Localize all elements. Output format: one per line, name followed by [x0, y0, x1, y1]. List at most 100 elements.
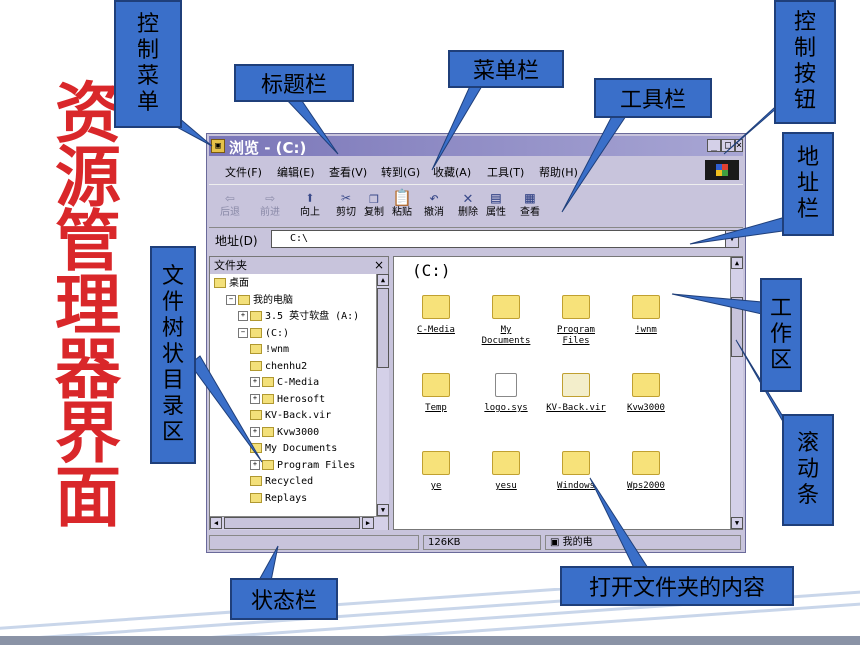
folder-icon: [492, 295, 520, 319]
scroll-up-icon[interactable]: ▲: [731, 257, 743, 269]
address-input[interactable]: C:\: [271, 230, 727, 248]
properties-button[interactable]: ▤ 属性: [481, 189, 511, 223]
file-item[interactable]: KV-Back.vir: [546, 373, 606, 414]
menu-file[interactable]: 文件(F): [225, 166, 262, 179]
file-item[interactable]: ye: [406, 451, 466, 492]
view-icon: ▦: [525, 188, 535, 207]
collapse-icon[interactable]: −: [238, 327, 248, 338]
tree-item-label: 3.5 英寸软盘 (A:): [265, 311, 360, 322]
callout-address-bar: 地址 栏: [782, 132, 834, 236]
folder-icon: [492, 451, 520, 475]
tree-item[interactable]: −(C:): [238, 327, 289, 341]
cut-button[interactable]: ✂ 剪切: [331, 189, 361, 223]
tree-item[interactable]: +C-Media: [250, 376, 319, 390]
menu-edit[interactable]: 编辑(E): [277, 166, 315, 179]
minimize-button[interactable]: _: [707, 139, 721, 152]
file-item[interactable]: Windows: [546, 451, 606, 492]
delete-icon: ✕: [463, 188, 473, 207]
tree-item-label: 桌面: [229, 278, 249, 289]
file-item-label: Windows: [557, 481, 595, 491]
content-vertical-scrollbar[interactable]: ▲ ▼: [730, 257, 743, 529]
file-item[interactable]: logo.sys: [476, 373, 536, 414]
menu-tools[interactable]: 工具(T): [487, 166, 525, 179]
tree-item[interactable]: 桌面: [214, 277, 249, 291]
slide-title-char: 资: [55, 75, 121, 152]
folder-icon: [250, 492, 262, 503]
status-info: [209, 535, 419, 550]
callout-open-folder-contents: 打开文件夹的内容: [560, 566, 794, 606]
back-button[interactable]: ⇦ 后退: [215, 189, 245, 223]
slide-title-char: 理: [55, 267, 121, 344]
file-item[interactable]: Temp: [406, 373, 466, 414]
expand-icon[interactable]: +: [250, 377, 260, 387]
menu-go[interactable]: 转到(G): [381, 166, 421, 179]
tree-item[interactable]: Recycled: [250, 475, 313, 489]
file-item[interactable]: Kvw3000: [616, 373, 676, 414]
menu-help[interactable]: 帮助(H): [539, 166, 578, 179]
control-menu-icon[interactable]: ▣: [211, 139, 225, 153]
slide-title-char: 管: [55, 203, 121, 280]
callout-title-bar: 标题栏: [234, 64, 354, 102]
tree-item[interactable]: +Kvw3000: [250, 426, 319, 440]
file-item[interactable]: !wnm: [616, 295, 676, 336]
scroll-down-icon[interactable]: ▼: [731, 517, 743, 529]
tree-close-icon[interactable]: ×: [373, 258, 384, 272]
menu-view[interactable]: 查看(V): [329, 166, 368, 179]
folder-icon: [250, 443, 262, 453]
folder-icon: [422, 295, 450, 319]
tree-item[interactable]: My Documents: [250, 442, 337, 456]
scroll-down-icon[interactable]: ▼: [377, 504, 389, 516]
copy-icon: ❐: [369, 188, 379, 207]
maximize-button[interactable]: □: [721, 139, 735, 152]
tree-horizontal-scrollbar[interactable]: ◀ ▶: [210, 516, 388, 530]
scroll-right-icon[interactable]: ▶: [362, 517, 374, 529]
file-item-label: Program Files: [557, 325, 595, 346]
file-item[interactable]: Wps2000: [616, 451, 676, 492]
close-button[interactable]: ×: [735, 139, 743, 152]
folder-tree-pane: 文件夹 × 桌面 −我的电脑 +3.5 英寸软盘 (A:) −(C:) !wnm chen…: [209, 256, 389, 530]
slide-title: 资 源 管 理 器 界 面: [52, 75, 124, 531]
menu-favorites[interactable]: 收藏(A): [433, 166, 472, 179]
paste-button[interactable]: 📋 粘贴: [387, 189, 417, 223]
content-title: (C:): [412, 261, 451, 280]
collapse-icon[interactable]: −: [226, 294, 236, 305]
address-bar: 地址(D) C:\ ▼: [209, 228, 743, 252]
tree-item[interactable]: +3.5 英寸软盘 (A:): [238, 310, 359, 324]
copy-button[interactable]: ❐ 复制: [359, 189, 389, 223]
scroll-thumb[interactable]: [224, 517, 360, 529]
tree-item[interactable]: +Program Files: [250, 459, 355, 473]
file-item[interactable]: Program Files: [546, 295, 606, 347]
expand-icon[interactable]: +: [250, 459, 260, 470]
file-item[interactable]: C-Media: [406, 295, 466, 336]
tree-header: 文件夹 ×: [210, 257, 388, 274]
forward-arrow-icon: ⇨: [265, 188, 275, 207]
expand-icon[interactable]: +: [250, 393, 260, 404]
tree-item-label: Replays: [265, 492, 308, 504]
tree-item[interactable]: KV-Back.vir: [250, 409, 331, 423]
tree-vertical-scrollbar[interactable]: ▲ ▼: [376, 274, 389, 516]
tree-item[interactable]: chenhu2: [250, 360, 307, 374]
file-item[interactable]: My Documents: [476, 295, 536, 347]
address-dropdown-icon[interactable]: ▼: [725, 230, 739, 248]
forward-button[interactable]: ⇨ 前进: [255, 189, 285, 223]
undo-button[interactable]: ↶ 撤消: [419, 189, 449, 223]
up-button[interactable]: ⬆ 向上: [295, 189, 325, 223]
tree-item-label: Recycled: [265, 476, 314, 487]
delete-button[interactable]: ✕ 删除: [453, 189, 483, 223]
file-item-label: Wps2000: [627, 481, 665, 491]
scroll-up-icon[interactable]: ▲: [377, 274, 389, 286]
expand-icon[interactable]: +: [250, 426, 260, 437]
scroll-thumb[interactable]: [377, 288, 389, 368]
expand-icon[interactable]: +: [238, 311, 248, 321]
scroll-left-icon[interactable]: ◀: [210, 517, 222, 529]
file-item[interactable]: yesu: [476, 451, 536, 492]
tree-item[interactable]: !wnm: [250, 343, 289, 357]
tree-item[interactable]: Replays: [250, 492, 307, 506]
file-item-label: Kvw3000: [627, 403, 665, 413]
slide-bottom-bar: [0, 636, 860, 645]
tree-item[interactable]: +Herosoft: [250, 393, 325, 407]
scroll-thumb[interactable]: [731, 297, 743, 357]
folder-icon: [632, 373, 660, 397]
tree-item[interactable]: −我的电脑: [226, 294, 293, 308]
view-button[interactable]: ▦ 查看: [515, 189, 545, 223]
